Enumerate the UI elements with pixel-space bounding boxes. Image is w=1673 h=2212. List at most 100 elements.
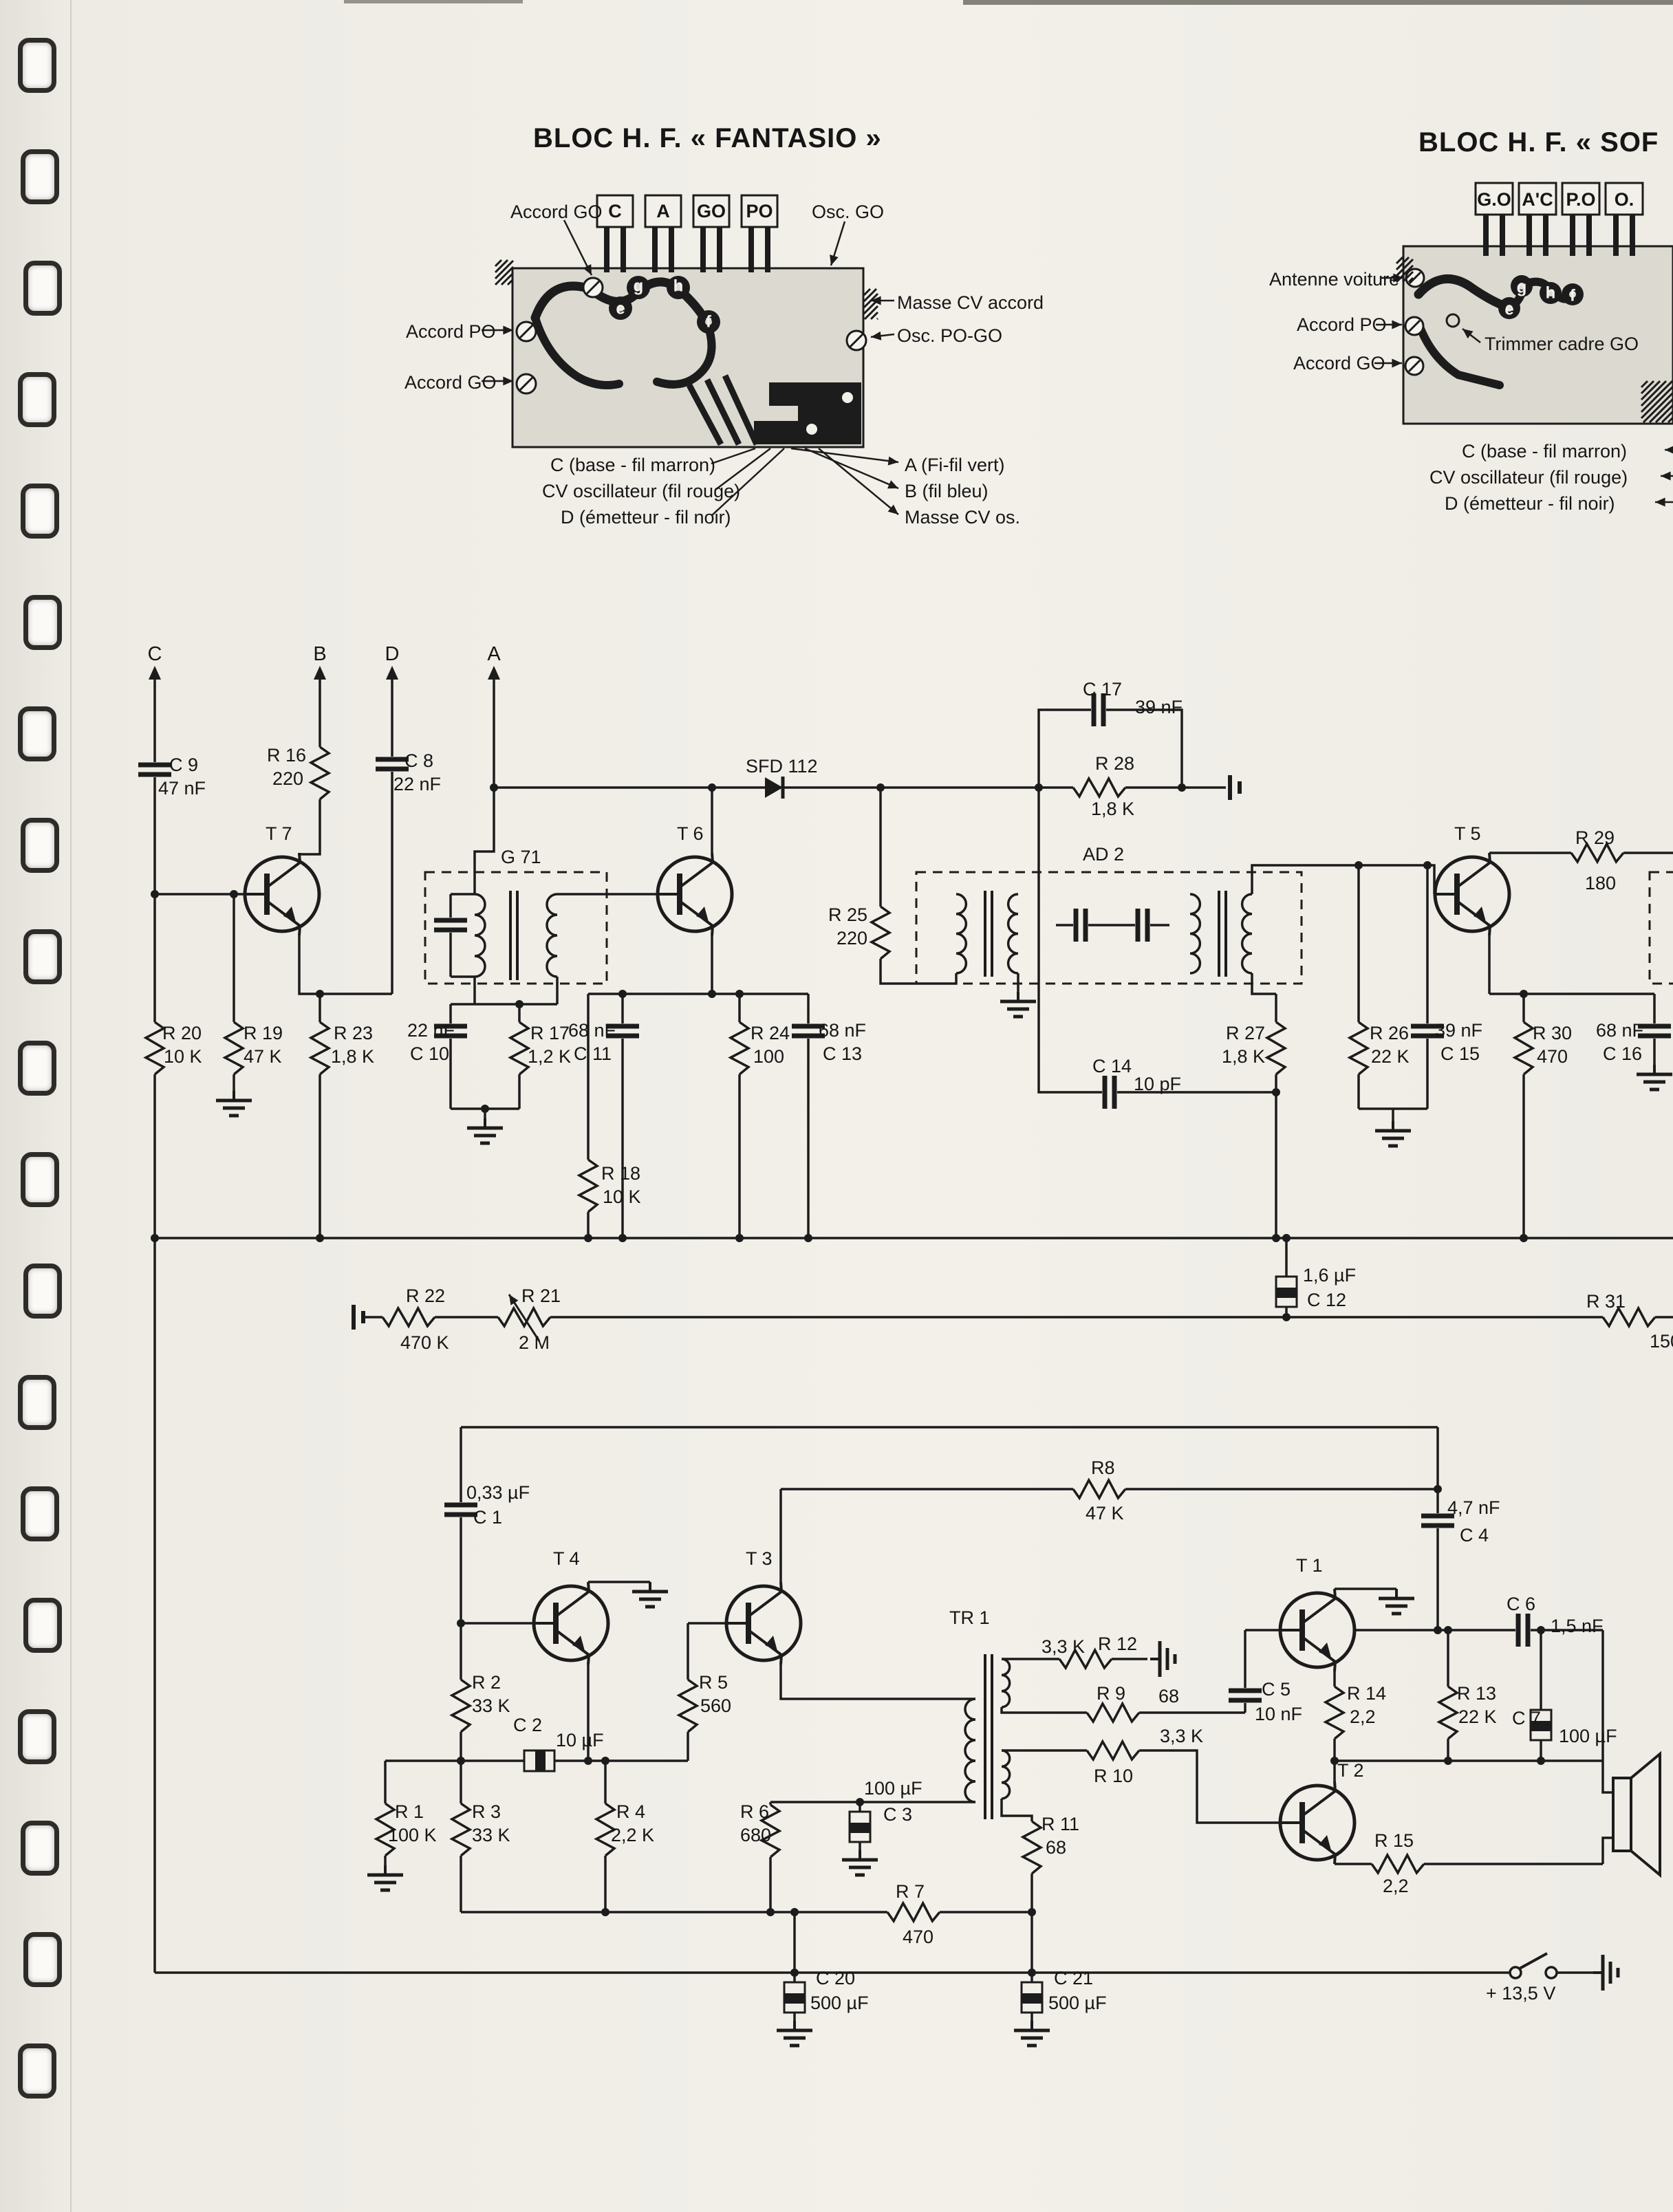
callout-label: CV oscillateur (fil rouge): [1429, 467, 1628, 488]
component-label: 10 K: [164, 1046, 202, 1067]
component-label: 1,8 K: [1222, 1046, 1266, 1067]
component-label: R 29: [1575, 827, 1615, 848]
component-label: C 8: [404, 750, 434, 771]
binding-hole: [18, 1375, 56, 1430]
component-label: 47 nF: [158, 778, 206, 799]
connector-tab-label: G.O: [1477, 189, 1511, 210]
component-label: 1,8 K: [331, 1046, 375, 1067]
component-label: R 13: [1457, 1683, 1497, 1704]
binding-hole: [21, 1152, 59, 1207]
component-label: AD 2: [1083, 844, 1125, 865]
component-label: 500 µF: [810, 1993, 869, 2013]
component-label: C 17: [1083, 679, 1123, 700]
callout-label: CV oscillateur (fil rouge): [542, 481, 741, 501]
binding-hole: [18, 1709, 56, 1764]
component-label: 100: [753, 1046, 785, 1067]
callout-label: Masse CV accord: [897, 292, 1044, 313]
component-label: R 14: [1347, 1683, 1387, 1704]
connector-tab-label: A: [656, 201, 670, 221]
component-label: C 14: [1092, 1056, 1132, 1076]
component-label: R 1: [395, 1801, 424, 1822]
component-label: SFD 112: [746, 756, 818, 777]
binding-hole: [23, 1932, 62, 1987]
component-label: 500 µF: [1048, 1993, 1107, 2013]
component-label: C 13: [823, 1043, 863, 1064]
pcb-letter: f: [1570, 286, 1575, 305]
callout-label: Accord GO: [510, 202, 603, 222]
component-label: R 3: [472, 1801, 501, 1822]
component-label: 1,2 K: [528, 1046, 572, 1067]
component-label: C 12: [1307, 1290, 1347, 1310]
component-label: R 7: [896, 1881, 925, 1902]
terminal-label: C: [147, 643, 162, 665]
component-label: 22 K: [1458, 1706, 1497, 1727]
component-label: R 21: [521, 1286, 561, 1306]
pcb-letter: h: [673, 276, 684, 296]
component-label: C 15: [1440, 1043, 1480, 1064]
callout-label: Accord GO: [1293, 353, 1385, 373]
callout-label: B (fil bleu): [905, 481, 989, 501]
component-label: 68 nF: [568, 1020, 616, 1041]
component-label: 1,5 nF: [1551, 1616, 1604, 1636]
binding-hole: [23, 1264, 62, 1319]
binding-hole: [23, 929, 62, 984]
component-label: 68: [1158, 1686, 1180, 1706]
binding-hole: [23, 595, 62, 650]
component-label: 100 K: [388, 1825, 437, 1845]
component-label: C 11: [574, 1043, 612, 1064]
component-label: 470 K: [400, 1332, 449, 1353]
component-label: TR 1: [949, 1607, 990, 1628]
component-label: 47 K: [244, 1046, 282, 1067]
component-label: C 1: [473, 1507, 503, 1528]
component-label: C 5: [1262, 1679, 1291, 1700]
component-label: T 1: [1296, 1555, 1323, 1576]
component-label: 100 µF: [864, 1778, 922, 1799]
component-label: 1,8 K: [1091, 799, 1135, 819]
page-edge-crease: [70, 0, 72, 2212]
callout-label: Accord GO: [404, 372, 497, 393]
binding-hole: [21, 818, 59, 873]
component-label: C 6: [1507, 1594, 1536, 1614]
binding-hole: [21, 1821, 59, 1876]
component-label: 3,3 K: [1160, 1726, 1204, 1746]
connector-tab-label: C: [608, 201, 622, 221]
component-label: R 27: [1226, 1023, 1266, 1043]
component-label: R 9: [1097, 1683, 1126, 1704]
component-label: C 20: [816, 1968, 856, 1988]
component-label: C 16: [1603, 1043, 1643, 1064]
callout-label: Trimmer cadre GO: [1485, 334, 1639, 354]
component-label: 33 K: [472, 1825, 510, 1845]
component-label: 68 nF: [1596, 1020, 1644, 1041]
component-label: R 17: [530, 1023, 570, 1043]
component-label: 33 K: [472, 1695, 510, 1716]
component-label: 680: [740, 1825, 772, 1845]
component-label: 560: [700, 1695, 732, 1716]
component-label: T 3: [746, 1548, 773, 1569]
component-label: 3,3 K: [1041, 1636, 1086, 1657]
component-label: 10 K: [603, 1186, 641, 1207]
pcb-letter: g: [633, 276, 644, 296]
component-label: R 16: [267, 745, 307, 766]
component-label: 10 nF: [1255, 1704, 1303, 1724]
binding-hole: [18, 372, 56, 427]
binding-hole: [18, 1041, 56, 1096]
page-title: BLOC H. F. « FANTASIO »: [533, 123, 882, 153]
component-label: T 6: [677, 823, 704, 844]
pcb-letter: f: [706, 312, 711, 332]
component-label: 22 nF: [393, 774, 442, 794]
component-label: R 22: [406, 1286, 446, 1306]
component-label: R 18: [601, 1163, 641, 1184]
binding-hole: [18, 706, 56, 761]
component-label: 2 M: [519, 1332, 550, 1353]
component-label: 180: [1585, 873, 1617, 893]
page-title: BLOC H. F. « SOF: [1418, 127, 1659, 158]
callout-label: Antenne voiture: [1269, 269, 1400, 290]
callout-label: Accord PO: [406, 321, 496, 342]
component-label: 22 K: [1371, 1046, 1410, 1067]
component-label: R 25: [828, 904, 868, 925]
component-label: T 7: [266, 823, 292, 844]
component-label: C 9: [169, 755, 199, 775]
component-label: R8: [1091, 1457, 1115, 1478]
component-label: R 23: [334, 1023, 374, 1043]
